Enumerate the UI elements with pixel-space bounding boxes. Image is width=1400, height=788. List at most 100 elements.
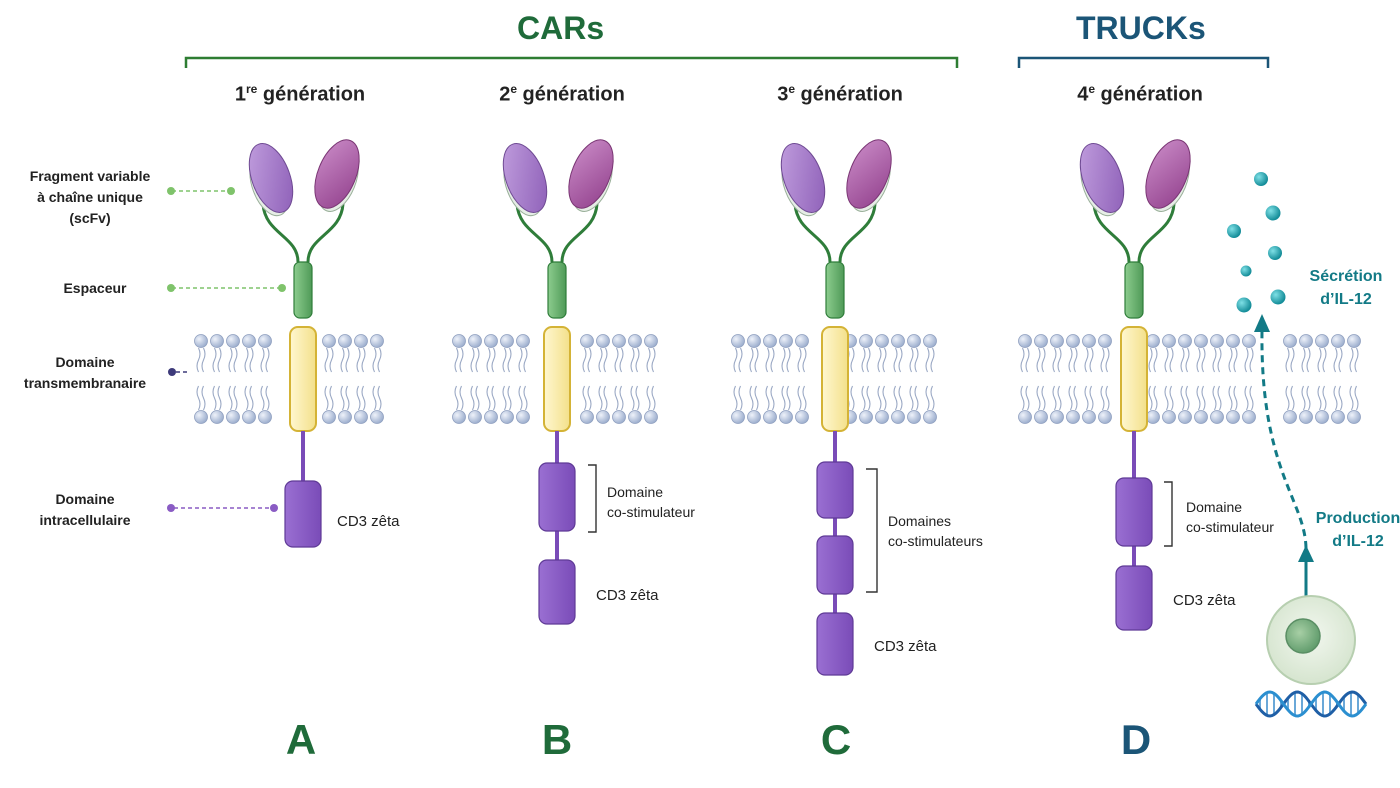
il12-droplets — [1227, 172, 1286, 313]
lipid — [258, 334, 272, 424]
cd3-label-b: CD3 zêta — [596, 587, 659, 604]
cd3-label-a: CD3 zêta — [337, 513, 400, 530]
lipid — [1050, 334, 1064, 424]
lipid — [370, 334, 384, 424]
lipid — [644, 334, 658, 424]
lipid — [1347, 334, 1361, 424]
lipid — [452, 334, 466, 424]
lipid — [1034, 334, 1048, 424]
membrane — [1283, 334, 1361, 424]
lipid — [1226, 334, 1240, 424]
trucks-bracket — [1017, 56, 1270, 68]
lipid — [596, 334, 610, 424]
cars-bracket — [184, 56, 959, 68]
lipid — [242, 334, 256, 424]
scfv-light — [846, 139, 892, 212]
generation-title-1: 1re génération — [234, 82, 366, 106]
spacer-domain — [825, 261, 845, 319]
lipid — [1331, 334, 1345, 424]
receptor-gen-3 — [780, 139, 892, 676]
cd3-label-d: CD3 zêta — [1173, 592, 1236, 609]
lipid — [1242, 334, 1256, 424]
costim-domain — [816, 461, 854, 519]
scfv-light — [1145, 139, 1191, 212]
t-cell — [1266, 595, 1356, 685]
lipid — [338, 334, 352, 424]
panel-letter-a: A — [285, 716, 317, 763]
generation-title-3: 3e génération — [777, 82, 903, 106]
scfv-heavy — [502, 143, 548, 217]
lipid — [1178, 334, 1192, 424]
lipid — [891, 334, 905, 424]
lipid — [226, 334, 240, 424]
lipid — [516, 334, 530, 424]
trucks-header: TRUCKs — [1076, 10, 1206, 46]
panel-letter-c: C — [820, 716, 852, 763]
scfv-heavy — [1079, 143, 1125, 217]
receptor-gen-1 — [248, 139, 360, 548]
lipid — [747, 334, 761, 424]
panel-letter-b: B — [541, 716, 573, 763]
spacer-domain — [293, 261, 313, 319]
transmembrane-domain — [543, 326, 571, 432]
lipid — [484, 334, 498, 424]
transmembrane-domain — [289, 326, 317, 432]
lipid — [1098, 334, 1112, 424]
lipid — [468, 334, 482, 424]
spacer-domain — [1124, 261, 1144, 319]
cd3-zeta-domain — [538, 559, 576, 625]
generation-title-2: 2e génération — [499, 82, 625, 106]
transmembrane-domain — [1120, 326, 1148, 432]
receptors — [248, 139, 1191, 676]
lipid — [1283, 334, 1297, 424]
lipid — [875, 334, 889, 424]
lipid — [795, 334, 809, 424]
cd3-zeta-domain — [284, 480, 322, 548]
lipid — [779, 334, 793, 424]
lipid — [1194, 334, 1208, 424]
membrane — [194, 334, 384, 424]
lipid — [1162, 334, 1176, 424]
scfv-heavy — [780, 143, 826, 217]
membrane — [452, 334, 658, 424]
cd3-zeta-domain — [816, 612, 854, 676]
lipid — [500, 334, 514, 424]
dna-helix-icon — [1254, 690, 1368, 718]
cars-header: CARs — [517, 10, 605, 46]
lipid — [763, 334, 777, 424]
lipid — [628, 334, 642, 424]
lipid — [1082, 334, 1096, 424]
lipid — [1146, 334, 1160, 424]
lipid — [1299, 334, 1313, 424]
cd3-zeta-domain — [1115, 565, 1153, 631]
lipid — [580, 334, 594, 424]
costim-domain — [816, 535, 854, 595]
receptor-gen-2 — [502, 139, 614, 625]
label-spacer: Espaceur — [63, 280, 127, 296]
costim-domain — [1115, 477, 1153, 547]
receptor-gen-4 — [1079, 139, 1191, 631]
costim-brackets — [588, 464, 1173, 593]
spacer-domain — [547, 261, 567, 319]
generation-title-4: 4e génération — [1077, 82, 1203, 106]
panel-letter-d: D — [1120, 716, 1152, 763]
scfv-light — [314, 139, 360, 212]
scfv-light — [568, 139, 614, 212]
secretion-arrow — [1254, 314, 1314, 610]
cd3-label-c: CD3 zêta — [874, 638, 937, 655]
lipid — [1066, 334, 1080, 424]
membrane — [1018, 334, 1256, 424]
lipid — [1018, 334, 1032, 424]
lipid — [731, 334, 745, 424]
membranes — [194, 334, 1361, 424]
lipid — [907, 334, 921, 424]
